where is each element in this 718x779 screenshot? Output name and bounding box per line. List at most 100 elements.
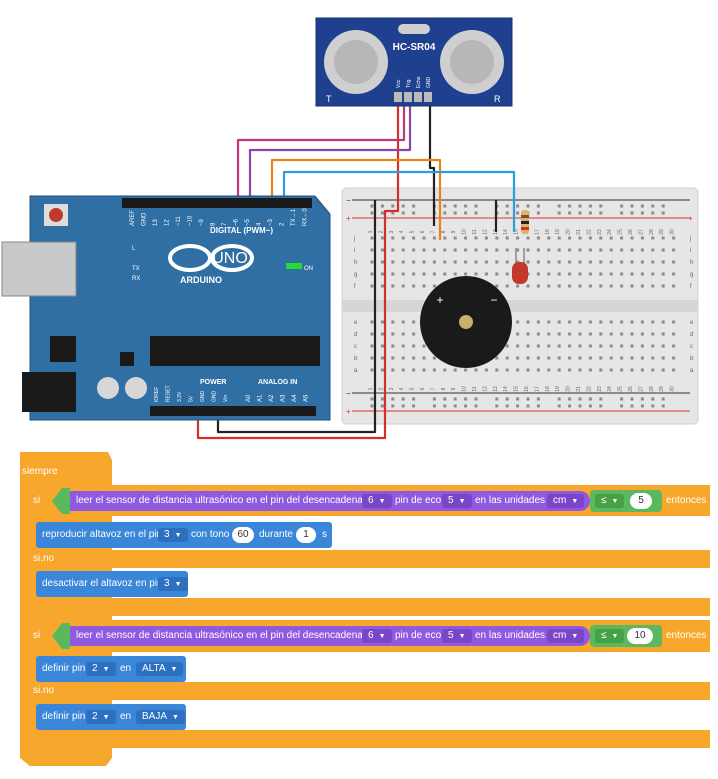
analog-pin-label: A1 (258, 394, 264, 402)
echo-text-2: pin de eco (395, 630, 442, 641)
sensor-pin-label: Vcc (396, 79, 402, 88)
column-number: 15 (514, 386, 520, 392)
column-number: 8 (441, 230, 447, 233)
echo-pin-dropdown-1[interactable]: 5▼ (442, 494, 472, 508)
column-number: 19 (555, 386, 561, 392)
value-input-2[interactable]: 10 (627, 628, 653, 644)
echo-pin-dropdown-2[interactable]: 5▼ (442, 629, 472, 643)
duration-unit: s (322, 529, 327, 540)
stop-speaker-text: desactivar el altavoz en pin (42, 578, 163, 589)
column-number: 10 (462, 229, 468, 235)
row-label: f (354, 284, 356, 290)
wire-5v-red (196, 210, 387, 440)
on-label: ON (304, 266, 313, 272)
sensor-name-label: HC-SR04 (393, 42, 436, 53)
units-text-2: en las unidades (475, 630, 546, 641)
analog-pin-label: A4 (292, 394, 298, 402)
digital-pin-label: ~9 (199, 218, 205, 226)
tone-text: con tono (191, 529, 230, 540)
rail-plus-label: + (688, 214, 693, 223)
power-pin-label: GND (200, 391, 206, 403)
piezo-buzzer[interactable]: +− (420, 276, 512, 368)
column-number: 17 (534, 386, 540, 392)
operator-dropdown-2[interactable]: ≤▼ (595, 629, 625, 643)
row-label: e (690, 320, 694, 326)
block-shapes (20, 452, 710, 766)
row-label: d (690, 332, 693, 338)
set-high-pin-dropdown[interactable]: 2▼ (86, 662, 116, 676)
set-pin-text-high: definir pin (42, 663, 86, 674)
column-number: 6 (420, 230, 426, 233)
column-number: 2 (378, 387, 384, 390)
operator-dropdown-1[interactable]: ≤▼ (595, 494, 625, 508)
column-number: 23 (597, 386, 603, 392)
column-number: 10 (462, 386, 468, 392)
column-number: 26 (628, 229, 634, 235)
tone-input[interactable]: 60 (232, 527, 254, 543)
analog-pin-label: A5 (304, 394, 310, 402)
analog-label: ANALOG IN (258, 379, 297, 386)
column-number: 28 (649, 229, 655, 235)
sensor-t-label: T (326, 94, 332, 104)
row-label: b (354, 356, 358, 362)
duration-input[interactable]: 1 (296, 527, 316, 543)
led[interactable] (512, 248, 528, 284)
column-number: 22 (586, 386, 592, 392)
column-number: 5 (410, 230, 416, 233)
column-number: 25 (618, 386, 624, 392)
trigger-pin-dropdown-1[interactable]: 6▼ (362, 494, 392, 508)
l-label: L (132, 246, 136, 252)
column-number: 2 (378, 230, 384, 233)
column-number: 3 (389, 230, 395, 233)
trigger-pin-dropdown-2[interactable]: 6▼ (362, 629, 392, 643)
resistor[interactable] (521, 210, 529, 234)
play-speaker-text: reproducir altavoz en el pin (42, 529, 163, 540)
column-number: 22 (586, 229, 592, 235)
digital-pin-label: 4 (257, 222, 263, 226)
row-label: i (690, 248, 691, 254)
units-dropdown-1[interactable]: cm▼ (547, 494, 585, 508)
power-label: POWER (200, 379, 226, 386)
state-dropdown-low[interactable]: BAJA▼ (136, 710, 185, 724)
row-label: a (690, 368, 694, 374)
else-label-2: si.no (33, 685, 55, 696)
play-pin-dropdown[interactable]: 3▼ (158, 528, 188, 542)
column-number: 11 (472, 386, 478, 391)
analog-pin-label: A0 (246, 394, 252, 402)
breadboard[interactable]: 1122334455667788991010111112121313141415… (341, 187, 699, 425)
column-number: 8 (441, 387, 447, 390)
column-number: 13 (493, 386, 499, 392)
else-label-1: si.no (33, 553, 55, 564)
column-number: 24 (607, 386, 613, 392)
rail-plus-label: + (346, 407, 351, 416)
column-number: 21 (576, 229, 582, 235)
row-label: c (690, 344, 693, 350)
if-label-1: si (33, 495, 41, 506)
set-high-in-text: en (120, 663, 132, 674)
column-number: 4 (399, 387, 405, 390)
wire-vcc-red (386, 100, 400, 213)
board-model-label: UNO (212, 250, 248, 267)
column-number: 18 (545, 386, 551, 392)
set-low-pin-dropdown[interactable]: 2▼ (86, 710, 116, 724)
digital-pin-label: ~11 (176, 216, 182, 226)
state-dropdown-high[interactable]: ALTA▼ (136, 662, 184, 676)
column-number: 7 (430, 230, 436, 233)
row-label: i (354, 248, 355, 254)
stop-speaker-block (36, 571, 188, 597)
column-number: 17 (534, 229, 540, 235)
read-sensor-text-1: leer el sensor de distancia ultrasónico … (76, 495, 378, 506)
sensor-pin-label: Trig (406, 79, 412, 88)
column-number: 1 (368, 387, 374, 390)
row-label: f (690, 284, 692, 290)
digital-pin-label: GND (142, 212, 148, 226)
column-number: 14 (503, 386, 509, 392)
units-dropdown-2[interactable]: cm▼ (547, 629, 585, 643)
buzzer-plus-label: + (436, 293, 443, 307)
power-pin-label: GND (212, 391, 218, 403)
value-input-1[interactable]: 5 (630, 493, 652, 509)
during-text: durante (259, 529, 293, 540)
stop-pin-dropdown[interactable]: 3▼ (158, 577, 188, 591)
